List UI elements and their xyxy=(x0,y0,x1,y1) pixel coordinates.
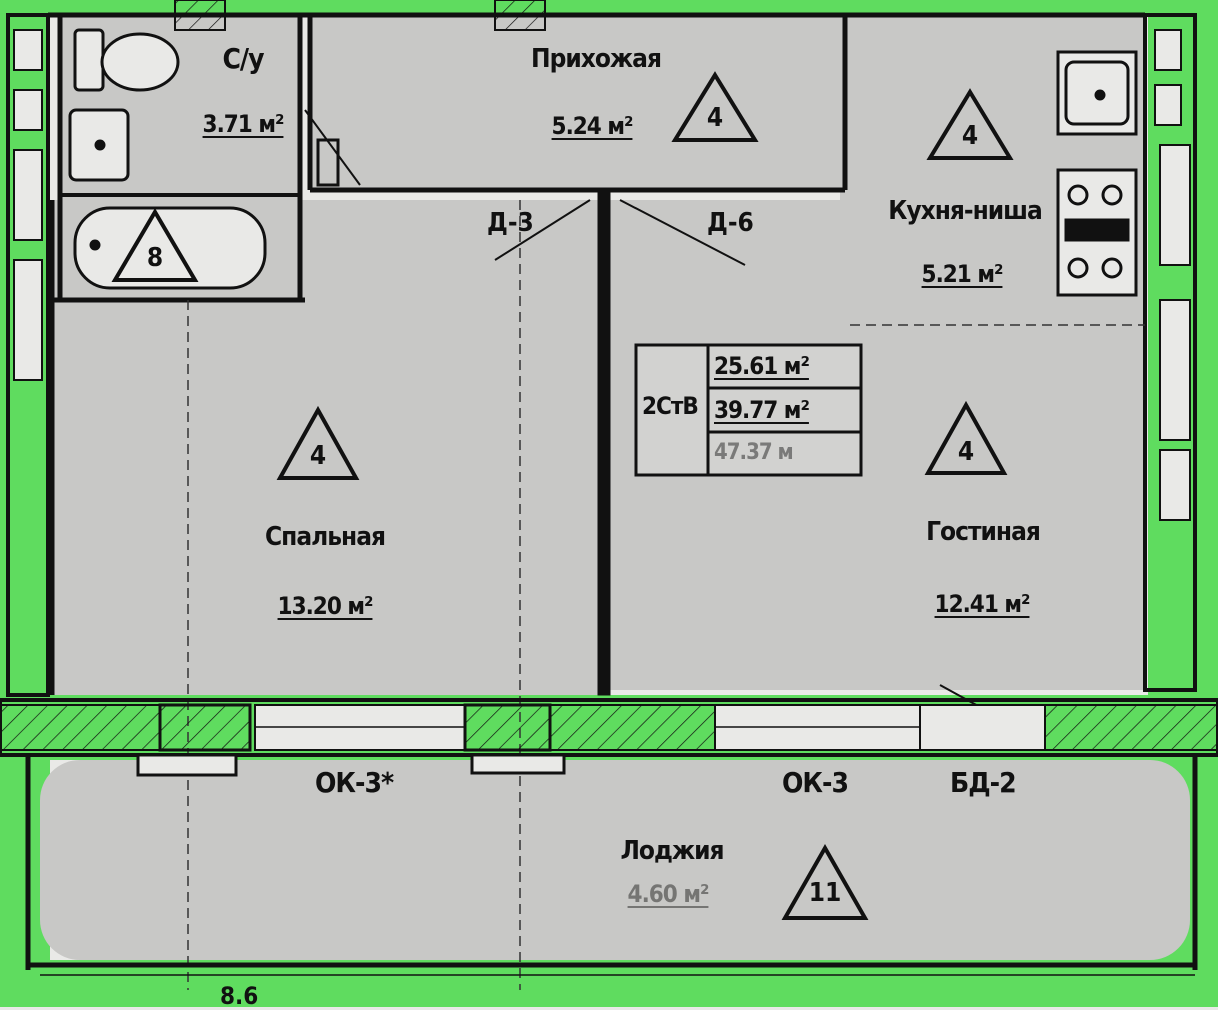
axis-label: 8.6 xyxy=(220,982,259,1010)
loggia-finish: 11 xyxy=(808,878,842,908)
interior-walls xyxy=(49,15,848,696)
door-label-2: Д-6 xyxy=(707,208,754,238)
loggia-name: Лоджия xyxy=(620,836,724,866)
top-wall xyxy=(48,0,1145,31)
window-label-1: ОК-3* xyxy=(315,766,394,799)
triangle-hallway xyxy=(671,71,759,142)
wc-finish: 8 xyxy=(146,243,164,273)
toilet-icon xyxy=(73,28,180,92)
stove-icon xyxy=(1056,168,1138,297)
kitchen-name: Кухня-ниша xyxy=(888,196,1043,226)
bathtub-icon xyxy=(73,206,267,290)
living-name: Гостиная xyxy=(926,517,1041,547)
apartment-total-area: 39.77 м² xyxy=(714,396,810,424)
bedroom-area: 13.20 м² xyxy=(277,592,374,620)
sink-icon xyxy=(68,108,130,182)
living-finish: 4 xyxy=(957,437,975,467)
wc-area: 3.71 м² xyxy=(202,110,285,138)
bedroom-finish: 4 xyxy=(309,441,327,471)
apartment-type: 2СтВ xyxy=(642,392,699,420)
triangle-kitchen xyxy=(926,88,1014,160)
hallway-name: Прихожая xyxy=(531,44,662,74)
finish-triangles xyxy=(111,71,1014,920)
wc-name: С/у xyxy=(222,42,264,75)
apartment-total-with-loggia: 47.37 м xyxy=(714,440,794,465)
bedroom-name: Спальная xyxy=(265,522,386,552)
kitchen-area: 5.21 м² xyxy=(921,260,1004,288)
balcony-door-label: БД-2 xyxy=(950,766,1017,799)
triangle-wc xyxy=(111,208,199,282)
apartment-stamp-frame xyxy=(634,343,863,477)
triangle-living xyxy=(924,400,1008,475)
axis-lines xyxy=(187,200,1145,990)
triangle-bedroom xyxy=(276,405,360,480)
hallway-area: 5.24 м² xyxy=(551,112,634,140)
kitchen-sink-icon xyxy=(1056,50,1138,136)
water-riser-icon xyxy=(316,138,340,187)
hallway-finish: 4 xyxy=(706,103,724,133)
loggia-area: 4.60 м² xyxy=(627,880,710,908)
window-label-2: ОК-3 xyxy=(782,766,849,799)
room-floors xyxy=(40,15,1190,960)
kitchen-finish: 4 xyxy=(961,121,979,151)
apartment-living-area: 25.61 м² xyxy=(714,352,810,380)
triangle-loggia xyxy=(781,843,869,920)
loggia-walls xyxy=(25,755,1198,976)
living-area: 12.41 м² xyxy=(934,590,1031,618)
bathroom-fixtures xyxy=(68,28,340,290)
right-exterior-wall xyxy=(1143,13,1197,692)
left-exterior-wall xyxy=(6,13,50,697)
facade-wall xyxy=(0,698,1218,777)
door-label-1: Д-3 xyxy=(487,208,534,238)
kitchen-fixtures xyxy=(1056,50,1138,297)
